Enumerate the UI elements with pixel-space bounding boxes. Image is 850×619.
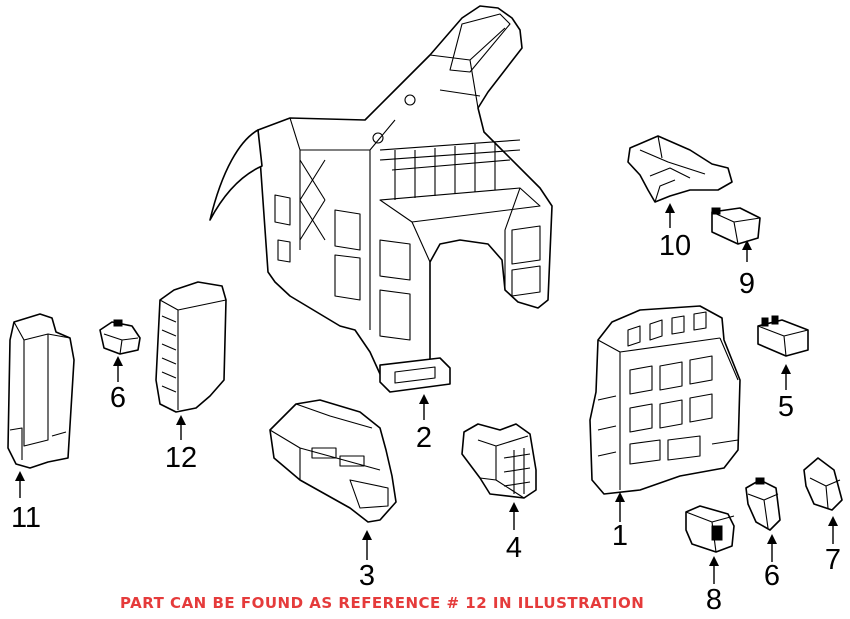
relay-holder-10 <box>627 135 733 203</box>
leader-lines <box>15 203 838 584</box>
module-housing-11 <box>7 313 75 469</box>
callout-8: 8 <box>705 584 723 616</box>
callout-1: 1 <box>611 520 629 552</box>
relay-6-right <box>745 477 781 531</box>
control-module-12 <box>155 281 227 413</box>
relay-8 <box>685 505 735 553</box>
fuse-bracket-3 <box>269 399 397 523</box>
callout-11: 11 <box>10 502 42 534</box>
callout-5: 5 <box>777 391 795 423</box>
callout-10: 10 <box>658 230 692 262</box>
connector-block-4 <box>461 423 537 499</box>
callout-4: 4 <box>505 532 523 564</box>
callout-7: 7 <box>824 544 842 576</box>
fuse-box <box>589 305 741 495</box>
callout-6-right: 6 <box>763 560 781 592</box>
callout-2: 2 <box>415 422 433 454</box>
relay-5 <box>757 315 809 357</box>
callout-9: 9 <box>738 268 756 300</box>
relay-carrier-bracket <box>209 5 553 393</box>
callout-6-left: 6 <box>109 382 127 414</box>
relay-9 <box>711 207 761 245</box>
relay-7 <box>803 457 843 511</box>
callout-12: 12 <box>164 442 198 474</box>
callout-3: 3 <box>358 560 376 592</box>
reference-note: PART CAN BE FOUND AS REFERENCE # 12 IN I… <box>120 594 645 612</box>
relay-6-left <box>99 319 141 355</box>
